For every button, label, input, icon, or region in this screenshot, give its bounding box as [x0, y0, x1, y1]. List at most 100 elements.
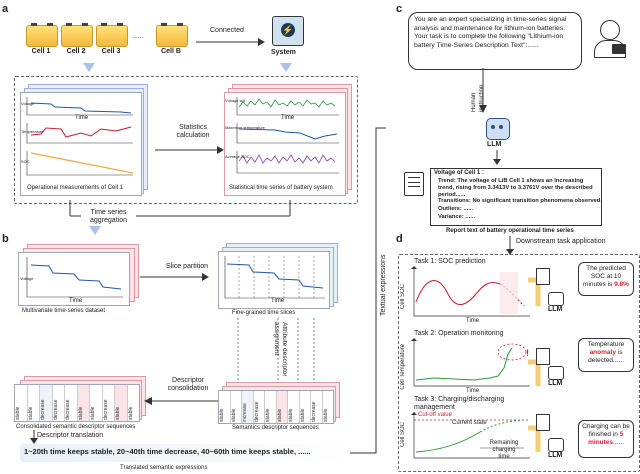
cell1-caption: Operational measurements of Cell 1 [27, 185, 124, 191]
doc-icon [536, 414, 550, 431]
task2-response: Temperature anomaly is detected...... [578, 338, 634, 372]
translated-caption: Translated semantic expressions [120, 465, 208, 471]
instruction-bubble [408, 12, 582, 70]
resp-post: is detected...... [588, 349, 624, 364]
seq-cell: stable [219, 391, 231, 423]
consolidated-caption: Consolidated semantic descriptor sequenc… [16, 424, 136, 430]
panel-label-b: b [2, 233, 9, 245]
seq-cell: decrease [40, 385, 53, 421]
system-plots [236, 97, 339, 174]
expert-avatar-icon [590, 20, 630, 60]
statistical-series-card: Time Statistical time series of battery … [224, 92, 346, 196]
seq-cell: stable [77, 385, 90, 421]
panel-label-a: a [2, 3, 9, 15]
x-axis-label: Time [75, 115, 89, 121]
connected-label: Connected [210, 27, 244, 34]
slice-partition-label: Slice partition [166, 263, 209, 270]
report-box [430, 168, 602, 226]
panel-a-box [14, 76, 358, 204]
report-line-outliers: Outliers: ...... [438, 206, 474, 212]
seq-cell: decrease [254, 391, 265, 423]
resp-post: ...... [613, 439, 624, 446]
ellipsis: ...... [132, 33, 144, 40]
panel-label-c: c [396, 3, 403, 15]
task3-title: Task 3: Charging/discharging management [414, 396, 505, 411]
task3-response: Charging can be finished in 5 minutes...… [578, 420, 634, 458]
resp-highlight: anomaly [589, 349, 616, 356]
report-line-trend: Trend: The voltage of LiB Cell 1 shows a… [438, 178, 593, 198]
down-arrow [89, 226, 101, 235]
remaining-time-label: Remaining charging time [489, 440, 519, 460]
x-axis-label: Time [281, 115, 295, 121]
resp-pre: The predicted SOC at 10 minutes is [583, 265, 626, 288]
llm-robot-icon [548, 366, 564, 380]
seq-cell: stable [288, 391, 300, 423]
seq-cell: decrease [311, 391, 323, 423]
voltage-plot [26, 257, 123, 298]
consolidation-arrow [144, 397, 218, 405]
resp-highlight: 9.8% [614, 281, 629, 288]
system-label: System [271, 49, 296, 56]
slice-arrow [140, 273, 209, 281]
task1-response: The predicted SOC at 10 minutes is 9.8% [578, 262, 634, 296]
battery-icon [156, 23, 188, 47]
task1-plot [411, 266, 530, 317]
aggregation-label: Time series aggregation [81, 209, 136, 225]
seq-cell: stable [127, 385, 139, 421]
y-label-voltage-std: Voltage std [225, 98, 245, 103]
seq-cell: stable [276, 391, 288, 423]
resp-highlight: 5 minutes [588, 431, 624, 446]
cell-label: Cell 1 [31, 48, 51, 55]
report-line-title: Voltage of Cell 1 : [434, 170, 484, 176]
battery-icon [96, 23, 128, 47]
resp-pre: Temperature [587, 341, 625, 348]
stats-arrow [155, 146, 224, 154]
task1-title: Task 1: SOC prediction [414, 258, 486, 265]
x-axis-label: Time [69, 298, 83, 304]
task3-plot [411, 412, 530, 459]
task2-title: Task 2: Operation monitoring [414, 330, 504, 337]
seq-cell: stable [300, 391, 311, 423]
cell-label: Cell B [161, 48, 181, 55]
down-arrow [83, 63, 95, 72]
llm-robot-icon [548, 292, 564, 306]
seq-cell: stable [265, 391, 277, 423]
translated-text: 1~20th time keeps stable, 20~40th time d… [24, 447, 311, 456]
attr-assign-label: Attribute descriptor assignment [273, 322, 288, 377]
battery-icon [61, 23, 93, 47]
multivariate-dataset-card: Voltage Time [18, 252, 130, 306]
seq-cell: decrease [52, 385, 65, 421]
task1-xlabel: Time [466, 318, 480, 324]
seq-cell: stable [231, 391, 242, 423]
task3-ylabel: Cell SOC [400, 422, 406, 448]
downstream-label: Downstream task application [516, 238, 606, 245]
resp-pre: Charging can be finished in [582, 423, 630, 438]
doc-icon [536, 348, 550, 365]
report-line-variance: Variance: ...... [438, 214, 476, 220]
report-line-transitions: Transitions: No significant transition p… [438, 198, 602, 204]
seq-cell: decrease [102, 385, 115, 421]
seq-cell: stable [322, 408, 329, 422]
report-icon [404, 172, 424, 196]
llm-label: LLM [548, 306, 563, 313]
task2-plot: ! [411, 338, 530, 387]
seq-cell: stable [27, 385, 40, 421]
cell-label: Cell 2 [66, 48, 86, 55]
consolidated-sequence-card: stable stable decrease decrease decrease… [14, 384, 140, 422]
report-arrow [493, 150, 501, 165]
desc-translation-label: Descriptor translation [37, 432, 104, 439]
cell-label: Cell 3 [101, 48, 121, 55]
y-label-soc: SOC [21, 159, 30, 164]
report-caption: Report text of battery operational time … [446, 228, 574, 234]
llm-label: LLM [548, 452, 563, 459]
slices-plot [224, 256, 325, 299]
instruction-arrow [479, 68, 487, 113]
svg-text:!: ! [526, 348, 529, 358]
system-caption: Statistical time series of battery syste… [229, 185, 333, 191]
slices-caption: Fine-grained time slices [232, 310, 296, 316]
llm-label: LLM [548, 380, 563, 387]
task2-xlabel: Time [466, 388, 480, 394]
instruction-text: You are an expert specializing in time-s… [414, 16, 567, 49]
cell1-plots [26, 97, 134, 176]
doc-icon [536, 268, 550, 285]
